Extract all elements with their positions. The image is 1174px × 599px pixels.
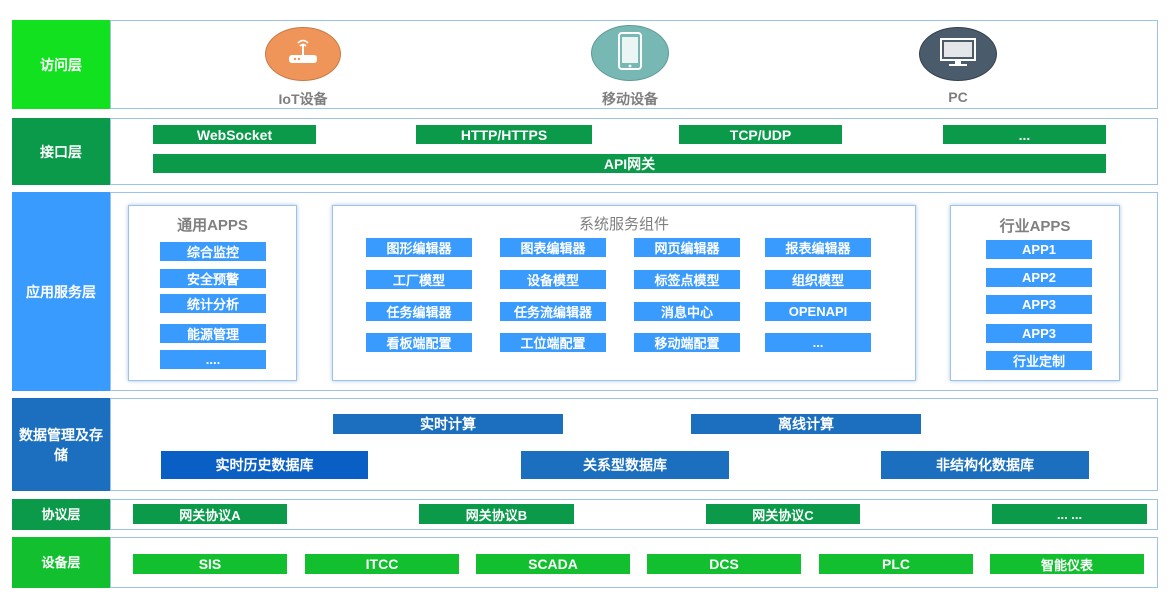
iot-device-circle xyxy=(265,27,341,81)
component-item: 网页编辑器 xyxy=(634,238,740,257)
interface-item-more: ... xyxy=(943,125,1106,144)
component-item: 任务编辑器 xyxy=(366,302,472,321)
industry-app-item: APP1 xyxy=(986,240,1092,259)
device-item: PLC xyxy=(819,554,973,574)
layer-label-protocol: 协议层 xyxy=(12,499,110,530)
general-app-item: 统计分析 xyxy=(160,294,266,313)
component-item: 图形编辑器 xyxy=(366,238,472,257)
component-item: 工位端配置 xyxy=(500,333,606,352)
component-item: 标签点模型 xyxy=(634,270,740,289)
mobile-device-circle xyxy=(591,25,669,81)
protocol-item: 网关协议A xyxy=(133,504,287,524)
mobile-device-label: 移动设备 xyxy=(602,91,658,107)
device-item: SCADA xyxy=(476,554,630,574)
component-item: 消息中心 xyxy=(634,302,740,321)
component-item: OPENAPI xyxy=(765,302,871,321)
layer-label-interface: 接口层 xyxy=(12,118,110,185)
offline-compute-bar: 离线计算 xyxy=(691,414,921,434)
device-item: ITCC xyxy=(305,554,459,574)
monitor-icon xyxy=(938,36,978,73)
device-item: 智能仪表 xyxy=(990,554,1144,574)
relational-db: 关系型数据库 xyxy=(521,451,729,479)
general-app-item: .... xyxy=(160,350,266,369)
layer-label-data: 数据管理及存储 xyxy=(12,398,110,491)
router-icon xyxy=(286,37,320,72)
tablet-icon xyxy=(616,31,644,76)
protocol-item: 网关协议B xyxy=(419,504,574,524)
general-app-item: 能源管理 xyxy=(160,324,266,343)
component-item: 工厂模型 xyxy=(366,270,472,289)
general-apps-title: 通用APPS xyxy=(177,217,248,234)
general-app-item: 综合监控 xyxy=(160,242,266,261)
component-item: 看板端配置 xyxy=(366,333,472,352)
industry-app-item: APP2 xyxy=(986,268,1092,287)
realtime-history-db: 实时历史数据库 xyxy=(161,451,368,479)
iot-device-label: IoT设备 xyxy=(278,91,328,107)
realtime-compute-bar: 实时计算 xyxy=(333,414,563,434)
protocol-item: ... ... xyxy=(992,504,1147,524)
component-item: 报表编辑器 xyxy=(765,238,871,257)
api-gateway-bar: API网关 xyxy=(153,154,1106,173)
system-components-title: 系统服务组件 xyxy=(578,216,669,233)
device-item: SIS xyxy=(133,554,287,574)
layer-label-app: 应用服务层 xyxy=(12,192,110,391)
pc-device-label: PC xyxy=(948,89,968,105)
unstructured-db: 非结构化数据库 xyxy=(881,451,1089,479)
device-item: DCS xyxy=(647,554,801,574)
interface-item-tcp: TCP/UDP xyxy=(679,125,842,144)
industry-app-item: 行业定制 xyxy=(986,351,1092,370)
industry-app-item: APP3 xyxy=(986,295,1092,314)
component-item: 图表编辑器 xyxy=(500,238,606,257)
access-panel: IoT设备 移动设备 PC xyxy=(110,20,1158,109)
interface-item-websocket: WebSocket xyxy=(153,125,316,144)
layer-label-access: 访问层 xyxy=(12,20,110,109)
component-item: 设备模型 xyxy=(500,270,606,289)
component-item: 移动端配置 xyxy=(634,333,740,352)
protocol-item: 网关协议C xyxy=(706,504,860,524)
industry-apps-title: 行业APPS xyxy=(999,218,1071,235)
component-item: 组织模型 xyxy=(765,270,871,289)
industry-app-item: APP3 xyxy=(986,324,1092,343)
general-app-item: 安全预警 xyxy=(160,269,266,288)
pc-device-circle xyxy=(919,27,997,81)
component-item: 任务流编辑器 xyxy=(500,302,606,321)
interface-item-http: HTTP/HTTPS xyxy=(416,125,592,144)
component-item: ... xyxy=(765,333,871,352)
layer-label-device: 设备层 xyxy=(12,537,110,588)
